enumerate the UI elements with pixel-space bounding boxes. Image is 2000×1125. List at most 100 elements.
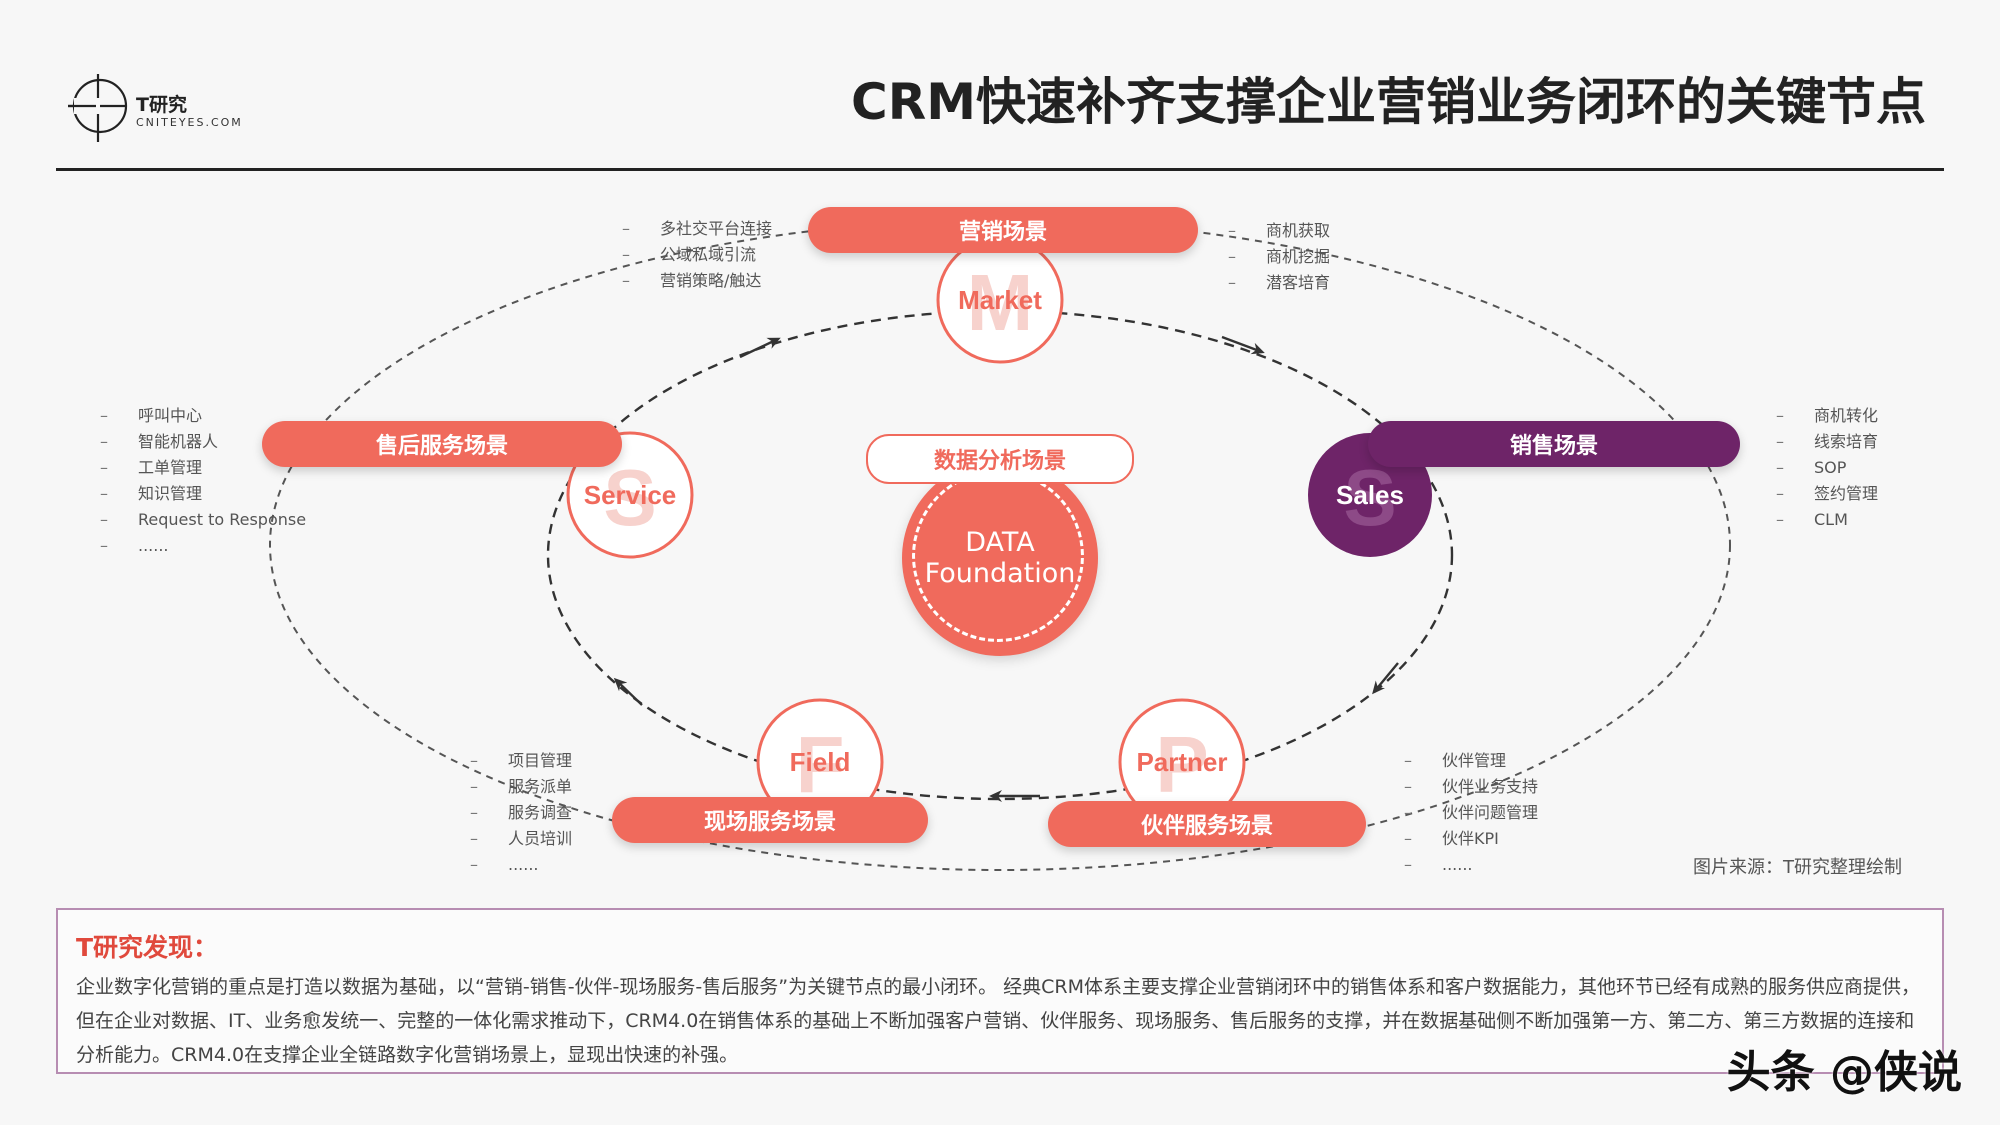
brand-domain: CNITEYES.COM xyxy=(136,116,243,129)
page-title: CRM快速补齐支撑企业营销业务闭环的关键节点 xyxy=(851,73,1926,131)
service-watermark-letter: S xyxy=(603,453,656,542)
list-item: –商机获取 xyxy=(1228,218,1330,244)
market-scene-pill: 营销场景 xyxy=(808,207,1198,253)
list-item-text: 公域私域引流 xyxy=(660,245,757,264)
list-item: –...... xyxy=(1404,852,1538,878)
list-item: – 潜客培育 xyxy=(1228,270,1330,296)
list-item-text: 签约管理 xyxy=(1814,484,1879,503)
list-item: –...... xyxy=(100,533,306,559)
list-dash: – xyxy=(1228,247,1236,266)
list-item-text: 服务调查 xyxy=(508,803,573,822)
field-node: F Field xyxy=(756,698,884,826)
field-capability-list: –项目管理–服务派单–服务调查–人员培训–...... xyxy=(470,748,572,878)
list-item: – CLM xyxy=(1776,507,1878,533)
list-item: –多社交平台连接 xyxy=(622,216,772,242)
list-item: –营销策略/触达 xyxy=(622,268,772,294)
list-item-text: 伙伴业务支持 xyxy=(1442,777,1539,796)
list-item-text: 工单管理 xyxy=(138,458,203,477)
flow-arrow-service-to-market xyxy=(739,337,781,359)
list-dash: – xyxy=(100,458,108,477)
list-item: – 智能机器人 xyxy=(100,429,306,455)
list-item: – 伙伴KPI xyxy=(1404,826,1538,852)
service-scene-pill: 售后服务场景 xyxy=(262,421,622,467)
flow-arrow-market-to-sales xyxy=(1221,335,1265,355)
market-node: M Market xyxy=(936,236,1064,364)
list-item-text: 呼叫中心 xyxy=(138,406,203,425)
list-dash: – xyxy=(100,510,108,529)
list-dash: – xyxy=(470,777,478,796)
list-dash: – xyxy=(1228,273,1236,292)
list-dash: – xyxy=(470,803,478,822)
list-dash: – xyxy=(100,406,108,425)
logo-mark-icon xyxy=(68,74,128,142)
market-capability-list: –多社交平台连接 – 公域私域引流 –营销策略/触达 xyxy=(622,216,772,294)
brand-logo: T研究 CNITEYES.COM xyxy=(66,68,266,148)
list-dash: – xyxy=(470,751,478,770)
list-item: – 线索培育 xyxy=(1776,429,1878,455)
platform-watermark: 头条 @侠说 xyxy=(1726,1047,1962,1098)
findings-text: 企业数字化营销的重点是打造以数据为基础，以“营销-销售-伙伴-现场服务-售后服务… xyxy=(76,976,1921,1066)
partner-node: P Partner xyxy=(1118,698,1246,826)
sales-watermark-letter: S xyxy=(1343,453,1396,542)
list-item-text: SOP xyxy=(1814,458,1847,477)
findings-box: T研究发现： 企业数字化营销的重点是打造以数据为基础，以“营销-销售-伙伴-现场… xyxy=(56,908,1944,1074)
list-item-text: CLM xyxy=(1814,510,1848,529)
sales-scene-pill: 销售场景 xyxy=(1368,421,1740,467)
list-item-text: 伙伴KPI xyxy=(1442,829,1499,848)
list-dash: – xyxy=(1776,484,1784,503)
list-dash: – xyxy=(622,245,630,264)
flow-arrow-sales-to-partner xyxy=(1372,662,1399,695)
list-item: – 工单管理 xyxy=(100,455,306,481)
list-item-text: 线索培育 xyxy=(1814,432,1879,451)
list-item: – 服务调查 xyxy=(470,800,572,826)
partner-capability-list: – 伙伴管理 – 伙伴业务支持 – 伙伴问题管理 – 伙伴KPI –...... xyxy=(1404,748,1538,878)
list-item-text: 商机转化 xyxy=(1814,406,1879,425)
inner-loop xyxy=(546,309,1454,801)
brand-name: T研究 xyxy=(136,94,187,116)
list-item: –Request to Response xyxy=(100,507,306,533)
market-node-label: Market xyxy=(958,285,1042,315)
field-scene-pill: 现场服务场景 xyxy=(612,797,928,843)
field-node-label: Field xyxy=(790,747,851,777)
field-watermark-letter: F xyxy=(796,720,845,809)
list-item-text: 服务派单 xyxy=(508,777,573,796)
list-item: – 项目管理 xyxy=(470,748,572,774)
findings-title: T研究发现： xyxy=(76,933,219,962)
list-item-text: 伙伴管理 xyxy=(1442,751,1507,770)
partner-scene-pill: 伙伴服务场景 xyxy=(1048,801,1366,847)
sales-opportunity-list: –商机获取 – 商机挖掘 – 潜客培育 xyxy=(1228,218,1330,296)
list-dash: – xyxy=(470,829,478,848)
market-watermark-letter: M xyxy=(967,258,1034,347)
list-item-text: 智能机器人 xyxy=(138,432,219,451)
list-item: – 服务派单 xyxy=(470,774,572,800)
flow-arrow-field-to-service xyxy=(613,677,643,706)
list-item: – 伙伴业务支持 xyxy=(1404,774,1538,800)
list-dash: – xyxy=(100,432,108,451)
title-divider xyxy=(56,168,1944,171)
data-analysis-scene-pill: 数据分析场景 xyxy=(866,434,1134,484)
list-item: –知识管理 xyxy=(100,481,306,507)
list-item: – 伙伴管理 xyxy=(1404,748,1538,774)
list-item-text: ...... xyxy=(508,855,539,874)
image-source-note: 图片来源：T研究整理绘制 xyxy=(1693,857,1902,878)
list-item-text: ...... xyxy=(138,536,169,555)
list-item: –商机转化 xyxy=(1776,403,1878,429)
list-dash: – xyxy=(1776,432,1784,451)
data-foundation-ring xyxy=(912,470,1084,642)
list-item-text: 伙伴问题管理 xyxy=(1442,803,1539,822)
list-dash: – xyxy=(1776,510,1784,529)
list-item: – 签约管理 xyxy=(1776,481,1878,507)
list-item-text: 潜客培育 xyxy=(1266,273,1331,292)
partner-watermark-letter: P xyxy=(1155,720,1208,809)
list-dash: – xyxy=(100,536,108,555)
list-dash: – xyxy=(1404,829,1412,848)
list-item-text: 项目管理 xyxy=(508,751,573,770)
list-dash: – xyxy=(1776,458,1784,477)
list-dash: – xyxy=(1404,855,1412,874)
list-item-text: ...... xyxy=(1442,855,1473,874)
list-dash: – xyxy=(100,484,108,503)
list-item-text: 商机获取 xyxy=(1266,221,1331,240)
list-item-text: 商机挖掘 xyxy=(1266,247,1331,266)
list-dash: – xyxy=(1404,751,1412,770)
list-dash: – xyxy=(1404,777,1412,796)
